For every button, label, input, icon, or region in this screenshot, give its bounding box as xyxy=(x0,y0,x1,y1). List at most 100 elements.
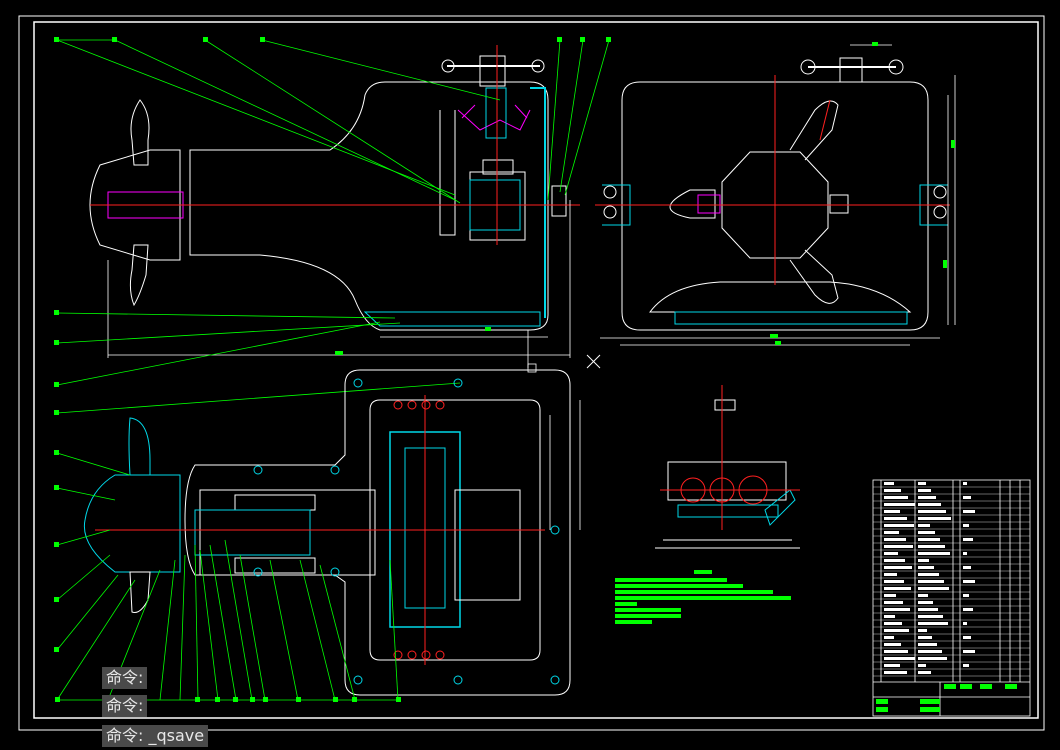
part-name-bar xyxy=(884,482,894,485)
part-name-bar xyxy=(884,531,899,534)
part-qty-bar xyxy=(963,622,967,625)
part-material-bar xyxy=(918,538,940,541)
part-qty-bar xyxy=(963,538,973,541)
part-name-bar xyxy=(884,650,908,653)
part-material-bar xyxy=(918,552,950,555)
side-view xyxy=(602,57,948,331)
part-material-bar xyxy=(918,580,944,583)
part-name-bar xyxy=(884,594,896,597)
part-qty-bar xyxy=(963,524,969,527)
part-name-bar xyxy=(884,664,900,667)
technical-notes xyxy=(615,570,791,624)
plan-view xyxy=(83,369,571,696)
part-material-bar xyxy=(918,650,942,653)
part-qty-bar xyxy=(963,552,967,555)
part-material-bar xyxy=(918,566,934,569)
plan-red-bolts xyxy=(393,400,445,660)
part-name-bar xyxy=(884,545,913,548)
part-name-bar xyxy=(884,587,911,590)
part-name-bar xyxy=(884,524,914,527)
part-qty-bar xyxy=(963,482,967,485)
part-material-bar xyxy=(918,482,926,485)
part-material-bar xyxy=(918,496,936,499)
part-name-bar xyxy=(884,566,912,569)
side-dim-text xyxy=(770,42,955,345)
part-name-bar xyxy=(884,580,904,583)
part-name-bar xyxy=(884,552,898,555)
leader-tags-top xyxy=(54,37,611,415)
part-material-bar xyxy=(918,622,948,625)
part-material-bar xyxy=(918,608,938,611)
outer-frame xyxy=(18,15,1045,731)
inner-border xyxy=(33,21,1039,719)
part-name-bar xyxy=(884,601,903,604)
parts-list-rows xyxy=(873,486,1030,677)
part-material-bar xyxy=(918,510,946,513)
part-material-bar xyxy=(918,503,941,506)
part-material-bar xyxy=(918,629,927,632)
parts-list-table xyxy=(872,479,1031,717)
part-material-bar xyxy=(918,601,933,604)
part-material-bar xyxy=(918,573,939,576)
part-name-bar xyxy=(884,608,910,611)
part-name-bar xyxy=(884,510,900,513)
gearbox-small-view xyxy=(655,399,800,549)
command-line-input[interactable]: 命令: _qsave xyxy=(102,725,209,747)
leader-lines-top xyxy=(56,39,610,414)
title-block-fields xyxy=(876,684,1017,712)
part-name-bar xyxy=(884,629,909,632)
part-name-bar xyxy=(884,496,908,499)
part-name-bar xyxy=(884,573,897,576)
part-material-bar xyxy=(918,664,926,667)
part-name-bar xyxy=(884,538,906,541)
command-history-line: 命令: xyxy=(102,695,148,717)
part-name-bar xyxy=(884,489,901,492)
part-qty-bar xyxy=(963,594,969,597)
side-dimensions xyxy=(600,44,956,346)
part-qty-bar xyxy=(963,608,973,611)
front-view xyxy=(89,55,567,331)
part-material-bar xyxy=(918,524,930,527)
part-name-bar xyxy=(884,671,907,674)
part-material-bar xyxy=(918,517,951,520)
part-qty-bar xyxy=(963,650,975,653)
plan-bolts xyxy=(253,378,560,685)
side-centerlines xyxy=(595,75,950,285)
part-name-bar xyxy=(884,643,901,646)
part-material-bar xyxy=(918,531,935,534)
part-material-bar xyxy=(918,615,943,618)
part-material-bar xyxy=(918,671,931,674)
part-qty-bar xyxy=(963,496,971,499)
part-name-bar xyxy=(884,657,915,660)
plan-centerlines xyxy=(95,395,545,665)
part-material-bar xyxy=(918,636,932,639)
front-dim-text xyxy=(335,327,491,355)
part-name-bar xyxy=(884,559,905,562)
front-centerlines xyxy=(90,45,580,245)
part-material-bar xyxy=(918,594,928,597)
part-material-bar xyxy=(918,545,945,548)
part-name-bar xyxy=(884,622,902,625)
part-name-bar xyxy=(884,503,915,506)
gearbox-centerlines xyxy=(660,385,800,530)
part-name-bar xyxy=(884,517,907,520)
front-dimensions xyxy=(107,200,571,373)
parts-list-entries xyxy=(884,482,975,674)
part-qty-bar xyxy=(963,636,971,639)
command-history-line: 命令: xyxy=(102,667,148,689)
part-qty-bar xyxy=(963,510,975,513)
part-material-bar xyxy=(918,559,929,562)
part-name-bar xyxy=(884,636,894,639)
leader-tags-bottom xyxy=(54,450,401,702)
crosshair-cursor-icon[interactable] xyxy=(586,354,601,369)
part-material-bar xyxy=(918,489,931,492)
part-qty-bar xyxy=(963,580,975,583)
part-material-bar xyxy=(918,643,937,646)
part-material-bar xyxy=(918,657,947,660)
plan-dimensions xyxy=(549,400,581,530)
part-name-bar xyxy=(884,615,895,618)
part-material-bar xyxy=(918,587,949,590)
part-qty-bar xyxy=(963,566,971,569)
part-qty-bar xyxy=(963,664,969,667)
